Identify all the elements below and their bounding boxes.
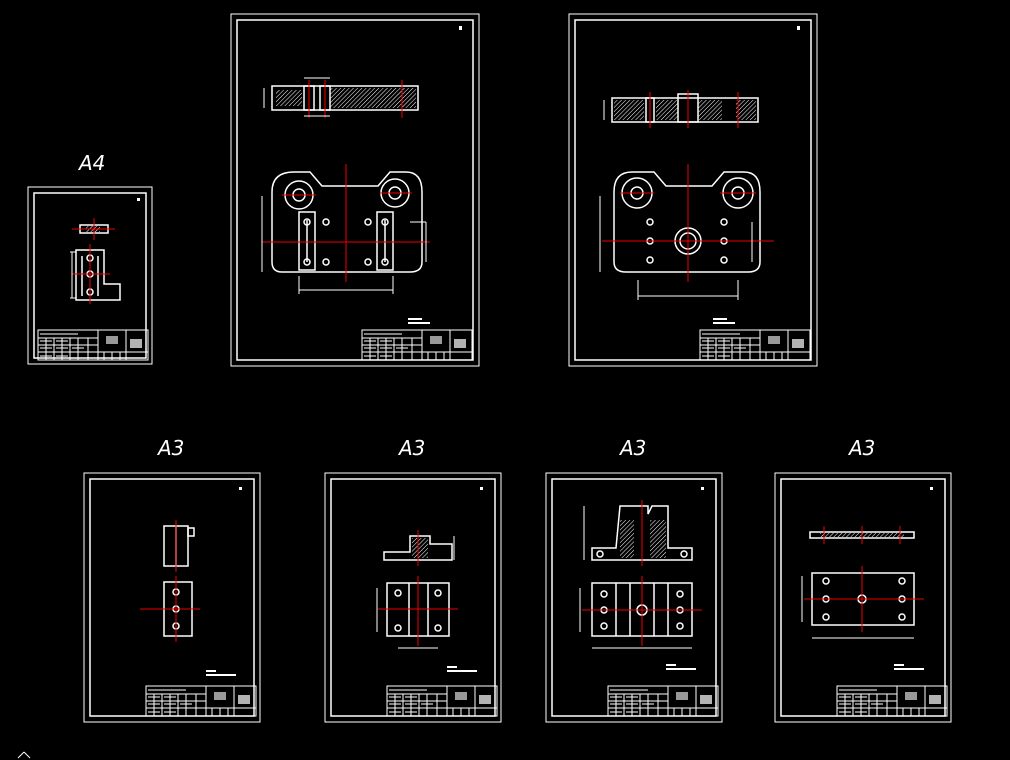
sheet-6-note xyxy=(666,664,676,666)
sheet-2-border xyxy=(230,13,480,367)
sheet-5-border xyxy=(324,472,502,723)
sheet-7-mark xyxy=(930,487,933,490)
sheet-5-note xyxy=(447,666,457,668)
sheet-3-note xyxy=(713,322,735,324)
sheet-1[interactable]: A4 xyxy=(27,151,153,365)
sheet-5-frame xyxy=(330,478,496,717)
sheet-1-part xyxy=(70,218,121,304)
sheet-5-size-label: A3 xyxy=(397,436,425,460)
sheet-2-plan-view xyxy=(261,164,430,294)
sheet-1-title-block xyxy=(37,329,149,361)
sheet-2-top-section-view xyxy=(263,77,419,118)
sheet-6-mark xyxy=(701,487,704,490)
sheet-3-mark xyxy=(797,26,800,30)
sheet-6-size-label: A3 xyxy=(618,436,646,460)
sheet-7-note xyxy=(894,668,924,670)
sheet-4[interactable]: A3 xyxy=(83,436,261,723)
ucs-icon xyxy=(17,751,31,759)
sheet-2-title-block xyxy=(361,329,473,361)
sheet-4-size-label: A3 xyxy=(156,436,184,460)
sheet-4-title-block xyxy=(145,685,257,717)
sheet-3-top-section-view xyxy=(603,90,759,128)
sheet-6[interactable]: A3 xyxy=(545,436,723,723)
sheet-6-title-block xyxy=(607,685,719,717)
sheet-5[interactable]: A3 xyxy=(324,436,502,723)
sheet-4-note xyxy=(206,674,236,676)
sheet-5-mark xyxy=(480,487,483,490)
sheet-7-border xyxy=(774,472,952,723)
sheet-7-title-block xyxy=(836,685,948,717)
sheet-7-note xyxy=(894,664,904,666)
sheet-1-size-label: A4 xyxy=(77,151,105,175)
sheet-3-border xyxy=(568,13,818,367)
sheet-4-border xyxy=(83,472,261,723)
sheet-4-part xyxy=(140,520,200,642)
sheet-7[interactable]: A3 xyxy=(774,436,952,723)
sheet-2-note xyxy=(408,318,422,320)
sheet-7-part xyxy=(801,526,924,639)
sheet-3-frame xyxy=(574,19,812,361)
sheet-5-title-block xyxy=(386,685,498,717)
sheet-7-size-label: A3 xyxy=(847,436,875,460)
sheet-1-frame xyxy=(33,192,147,359)
sheet-6-note xyxy=(666,668,696,670)
sheet-2[interactable] xyxy=(230,13,480,367)
sheet-7-frame xyxy=(780,478,946,717)
sheet-4-mark xyxy=(239,487,242,490)
sheet-4-frame xyxy=(89,478,255,717)
sheet-3-title-block xyxy=(699,329,811,361)
sheet-2-mark xyxy=(459,26,462,30)
sheet-4-note xyxy=(206,670,216,672)
sheet-3-note xyxy=(713,318,727,320)
sheet-5-part xyxy=(376,530,458,649)
sheet-6-part xyxy=(579,500,702,649)
sheet-6-border xyxy=(545,472,723,723)
sheet-3-plan-view xyxy=(599,164,774,300)
sheet-2-note xyxy=(408,322,430,324)
sheet-3[interactable] xyxy=(568,13,818,367)
sheet-2-frame xyxy=(236,19,474,361)
sheet-5-note xyxy=(447,670,477,672)
sheet-1-mark xyxy=(137,198,140,201)
sheet-1-border xyxy=(27,186,153,365)
